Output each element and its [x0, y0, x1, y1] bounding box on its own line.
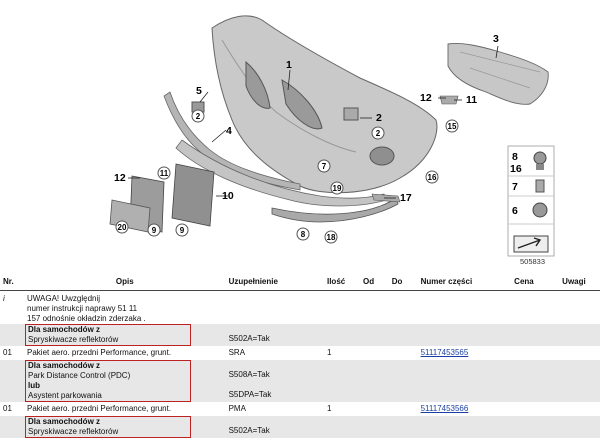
circle-11: 11 [160, 169, 169, 178]
group-title: Dla samochodów z [28, 417, 101, 426]
group-code: S502A=Tak [228, 426, 270, 435]
info-icon: i [3, 294, 5, 303]
circle-9: 9 [180, 226, 185, 235]
callout-10: 10 [222, 190, 234, 202]
note-line: UWAGA! Uwzględnij [27, 294, 101, 303]
circled-callouts: 2 2 7 11 15 16 19 8 18 9 20 9 [115, 109, 459, 244]
group-code: S5DPA=Tak [228, 390, 272, 399]
row-nr: 01 [3, 348, 12, 357]
col-part-number: Numer części [417, 272, 512, 291]
grille-right-shape [281, 79, 323, 130]
col-cena: Cena [511, 272, 560, 291]
col-uzupelnienie: Uzupełnienie [225, 272, 324, 291]
callout-4: 4 [226, 125, 232, 137]
callout-labels: 1 5 2 3 4 12 11 10 12 17 8 16 7 6 [114, 33, 522, 217]
callout-13: 11 [466, 94, 477, 106]
table-row: 01 Pakiet aero. przedni Performance, gru… [0, 346, 600, 360]
circle-18: 18 [327, 233, 336, 242]
callout-17: 17 [400, 192, 412, 204]
circle-19: 19 [333, 184, 342, 193]
circle-16: 16 [428, 173, 437, 182]
callout-12: 12 [114, 172, 126, 184]
col-od: Od [359, 272, 389, 291]
group-condition: Spryskiwacze reflektorów [28, 427, 119, 436]
parts-diagram: 1 5 2 3 4 12 11 10 12 17 8 16 7 6 2 2 7 … [109, 15, 555, 266]
circle-15: 15 [448, 122, 457, 131]
callout-5: 5 [196, 85, 202, 97]
group-title: Dla samochodów z [28, 361, 101, 370]
legend-6: 6 [512, 205, 518, 217]
grille-left-shape [245, 60, 271, 109]
row-opis: Pakiet aero. przedni Performance, grunt. [27, 404, 172, 413]
group-title: Dla samochodów z [28, 325, 101, 334]
row-uzupelnienie: SRA [228, 348, 246, 357]
circle-8: 8 [301, 230, 306, 239]
circle-20: 20 [118, 223, 127, 232]
legend-8: 8 [512, 151, 518, 163]
callout-3: 3 [493, 33, 499, 45]
group-condition: Spryskiwacze reflektorów [28, 335, 119, 344]
callout-2: 2 [376, 112, 382, 124]
legend-7: 7 [512, 181, 518, 193]
row-opis: Pakiet aero. przedni Performance, grunt. [27, 348, 172, 357]
parts-table: Nr. Opis Uzupełnienie Ilość Od Do Numer … [0, 272, 600, 438]
group-or: lub [28, 381, 40, 390]
row-nr: 01 [3, 404, 12, 413]
part-number-link[interactable]: 51117453566 [420, 404, 469, 413]
splitter-shape [271, 197, 399, 223]
table-row: 01 Pakiet aero. przedni Performance, gru… [0, 402, 600, 416]
col-nr: Nr. [0, 272, 24, 291]
fastener-legend [507, 145, 555, 257]
group-condition: Asystent parkowania [28, 391, 102, 400]
legend-16: 16 [510, 163, 522, 175]
group-code: S502A=Tak [228, 334, 270, 343]
note-row: i UWAGA! Uwzględnij numer instrukcji nap… [0, 291, 600, 325]
col-do: Do [388, 272, 418, 291]
circle-9b: 9 [152, 226, 157, 235]
note-line: 157 odnośnie okładzin zderzaka . [27, 314, 146, 323]
circle-2: 2 [376, 129, 381, 138]
circle-5b: 2 [196, 112, 201, 121]
part-number-link[interactable]: 51117453565 [420, 348, 469, 357]
row-uzupelnienie: PMA [228, 404, 246, 413]
bracket-shape [447, 43, 549, 105]
group-code: S508A=Tak [228, 370, 270, 379]
table-header: Nr. Opis Uzupełnienie Ilość Od Do Numer … [0, 272, 600, 291]
callout-1: 1 [286, 59, 292, 71]
callout-14: 12 [420, 92, 432, 104]
diagram-ref-number: 505833 [520, 257, 545, 266]
circle-7: 7 [322, 162, 327, 171]
col-opis: Opis [24, 272, 226, 291]
col-uwagi: Uwagi [559, 272, 600, 291]
group-condition: Park Distance Control (PDC) [28, 371, 131, 380]
row-ilosc: 1 [326, 404, 332, 413]
note-line: numer instrukcji naprawy 51 11 [27, 304, 138, 313]
col-ilosc: Ilość [323, 272, 360, 291]
row-ilosc: 1 [326, 348, 332, 357]
plate-holder-shape [171, 163, 215, 227]
